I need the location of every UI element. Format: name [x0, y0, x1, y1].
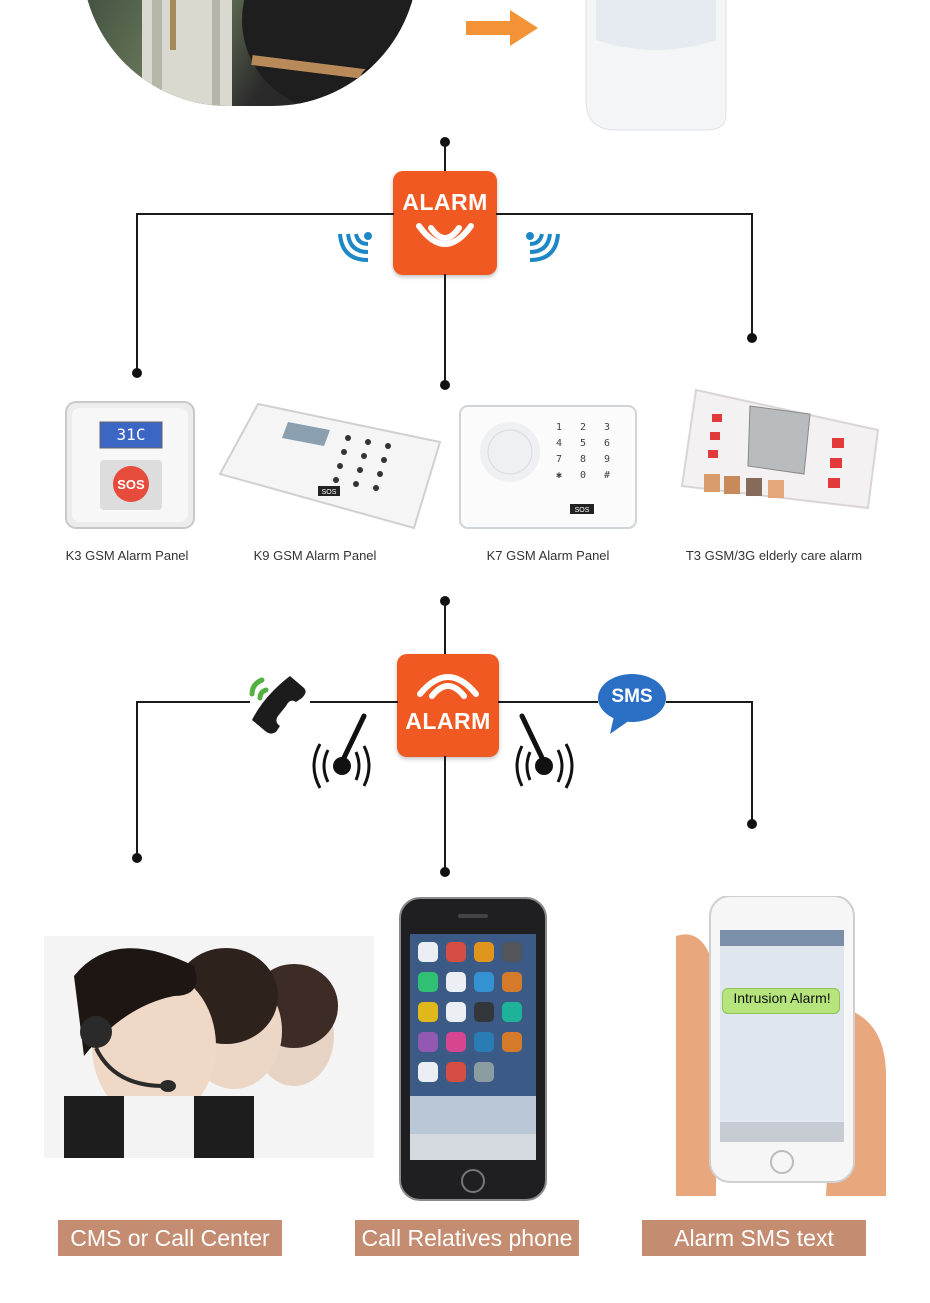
connector-line — [444, 601, 446, 657]
k9-alarm-panel-image: SOS — [218, 402, 443, 537]
tree-node-dot — [132, 853, 142, 863]
svg-text:✱: ✱ — [556, 470, 562, 481]
svg-text:1: 1 — [556, 422, 562, 433]
connector-line — [751, 213, 753, 335]
arrow-right-icon — [466, 8, 540, 53]
tree-node-dot — [440, 867, 450, 877]
connector-line — [444, 142, 446, 174]
connector-line — [136, 213, 394, 215]
connector-line — [136, 701, 138, 857]
sms-bubble-icon: SMS — [596, 672, 670, 741]
sms-bubble-label: SMS — [611, 686, 653, 707]
k3-display-text: 31C — [116, 425, 146, 444]
outcome-label-relatives: Call Relatives phone — [355, 1220, 579, 1256]
alarm-box-top: ALARM — [393, 171, 497, 275]
sms-message-text: Intrusion Alarm! — [733, 990, 831, 1006]
sos-badge-k3: SOS — [117, 477, 145, 492]
burglar-photo — [82, 0, 418, 106]
tree-node-dot — [132, 368, 142, 378]
outcome-label-sms: Alarm SMS text — [642, 1220, 866, 1256]
svg-text:0: 0 — [580, 470, 586, 481]
alarm-waves-icon — [417, 674, 479, 699]
antenna-signal-right-icon — [512, 712, 580, 799]
sos-badge-k7: SOS — [575, 507, 590, 514]
connector-line — [444, 756, 446, 872]
outcome-label-cms: CMS or Call Center — [58, 1220, 282, 1256]
device-label-k3: K3 GSM Alarm Panel — [65, 548, 189, 563]
svg-text:8: 8 — [580, 454, 586, 465]
alarm-label: ALARM — [405, 708, 491, 734]
alarm-label: ALARM — [402, 189, 488, 215]
antenna-signal-left-icon — [306, 712, 374, 799]
tree-node-dot — [440, 380, 450, 390]
connector-line — [136, 701, 250, 703]
connector-line — [444, 274, 446, 384]
svg-text:9: 9 — [604, 454, 610, 465]
k3-alarm-panel-image: SOS 31C — [62, 400, 202, 537]
wireless-signal-right-icon — [522, 228, 562, 273]
svg-text:#: # — [604, 470, 610, 481]
svg-text:6: 6 — [604, 438, 610, 449]
connector-line — [496, 213, 753, 215]
device-label-t3: T3 GSM/3G elderly care alarm — [685, 548, 863, 563]
t3-elderly-care-alarm-image — [672, 386, 880, 541]
connector-line — [751, 701, 753, 823]
sms-phone-photo: Intrusion Alarm! — [676, 895, 886, 1201]
smartphone-photo — [398, 896, 548, 1207]
wireless-signal-left-icon — [336, 228, 376, 273]
sms-message-bubble — [722, 988, 840, 1014]
tree-node-dot — [747, 333, 757, 343]
device-label-k9: K9 GSM Alarm Panel — [253, 548, 377, 563]
svg-text:4: 4 — [556, 438, 562, 449]
motion-sensor-photo — [576, 0, 736, 140]
svg-text:7: 7 — [556, 454, 562, 465]
alarm-box-bottom: ALARM — [397, 654, 499, 757]
phone-call-icon — [246, 670, 312, 741]
connector-line — [136, 213, 138, 373]
alarm-waves-icon — [416, 223, 474, 247]
connector-line — [310, 701, 398, 703]
svg-text:3: 3 — [604, 422, 610, 433]
device-label-k7: K7 GSM Alarm Panel — [486, 548, 610, 563]
tree-node-dot — [747, 819, 757, 829]
svg-text:5: 5 — [580, 438, 586, 449]
connector-line — [666, 701, 753, 703]
k7-alarm-panel-image: 1 2 3 4 5 6 7 8 9 ✱ 0 # SOS — [458, 404, 638, 535]
call-center-photo — [44, 936, 374, 1158]
sos-badge-k9: SOS — [322, 489, 337, 496]
svg-text:2: 2 — [580, 422, 586, 433]
connector-line — [498, 701, 598, 703]
